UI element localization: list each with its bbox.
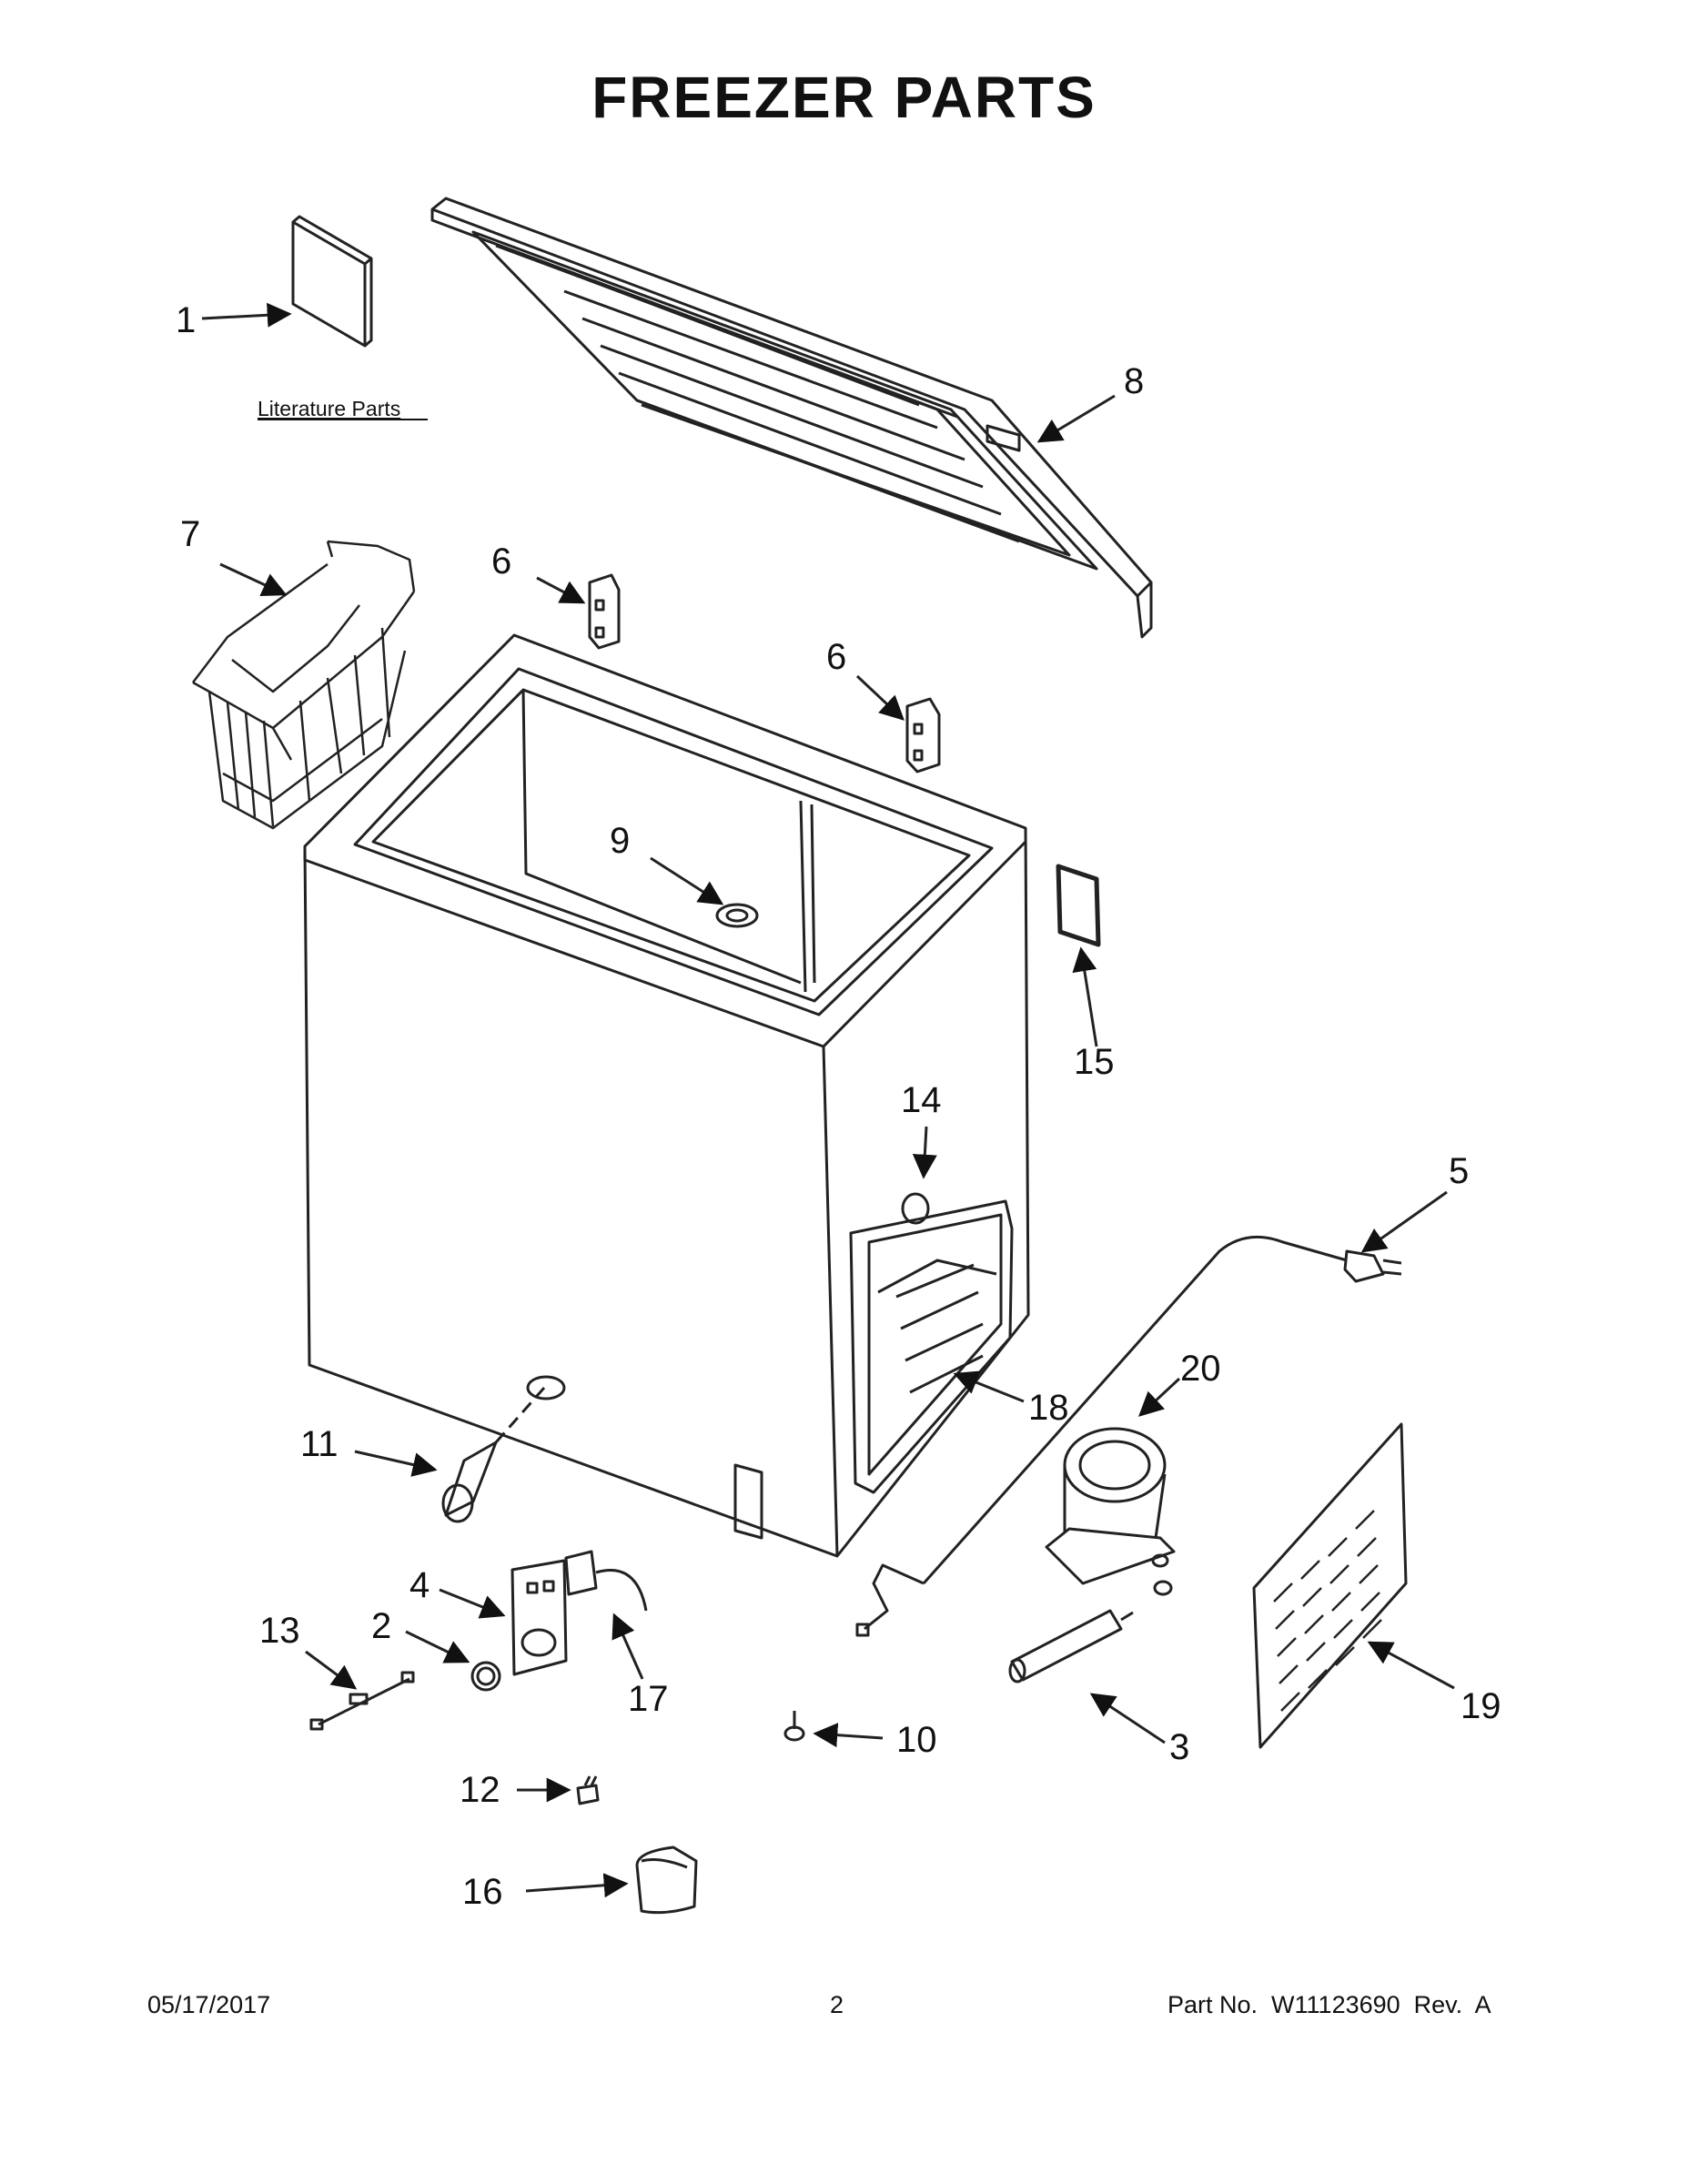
callout-11: 11	[300, 1424, 339, 1464]
callout-4: 4	[409, 1565, 430, 1605]
wire-harness	[309, 1671, 415, 1731]
callout-20: 20	[1180, 1349, 1221, 1389]
callout-5: 5	[1449, 1151, 1469, 1191]
callout-9: 9	[610, 821, 630, 861]
callout-12: 12	[460, 1770, 500, 1810]
wire-basket	[192, 540, 416, 830]
relay	[576, 1775, 600, 1805]
freezer-cabinet	[303, 633, 1030, 1558]
callout-19: 19	[1461, 1686, 1501, 1726]
callout-16: 16	[462, 1872, 503, 1912]
callout-10: 10	[896, 1720, 937, 1760]
drain-plug	[715, 903, 759, 928]
callout-13: 13	[259, 1611, 300, 1651]
callout-3: 3	[1169, 1727, 1189, 1767]
callout-8: 8	[1124, 361, 1144, 401]
callout-2: 2	[371, 1606, 391, 1646]
literature-parts-label: Literature Parts	[258, 397, 400, 420]
data-label	[1056, 864, 1101, 947]
drain-tube	[441, 1441, 498, 1523]
thermostat	[564, 1550, 648, 1612]
footer-page-number: 2	[830, 1991, 844, 2018]
page-title: FREEZER PARTS	[591, 65, 1097, 130]
hinge-left	[588, 573, 621, 650]
control-knob	[470, 1661, 501, 1692]
hinge-right	[905, 697, 941, 774]
callout-6b: 6	[826, 637, 846, 677]
callout-6a: 6	[491, 541, 511, 581]
callout-14: 14	[901, 1080, 942, 1120]
callout-15: 15	[1074, 1042, 1115, 1082]
filter-drier	[1008, 1609, 1134, 1684]
literature-booklet	[291, 215, 373, 348]
rear-grille	[1252, 1422, 1408, 1749]
power-cord	[855, 1235, 1402, 1637]
freezer-lid	[430, 197, 1153, 639]
callout-17: 17	[628, 1679, 669, 1719]
compressor	[1045, 1427, 1176, 1596]
callout-1: 1	[176, 300, 196, 340]
relay-cover	[635, 1845, 698, 1915]
footer-date: 05/17/2017	[147, 1991, 271, 2018]
control-housing	[510, 1559, 568, 1676]
leveling-leg	[783, 1711, 805, 1742]
footer-part-number: Part No. W11123690 Rev. A	[1167, 1991, 1491, 2018]
callout-7: 7	[180, 514, 200, 554]
callout-18: 18	[1028, 1388, 1069, 1428]
